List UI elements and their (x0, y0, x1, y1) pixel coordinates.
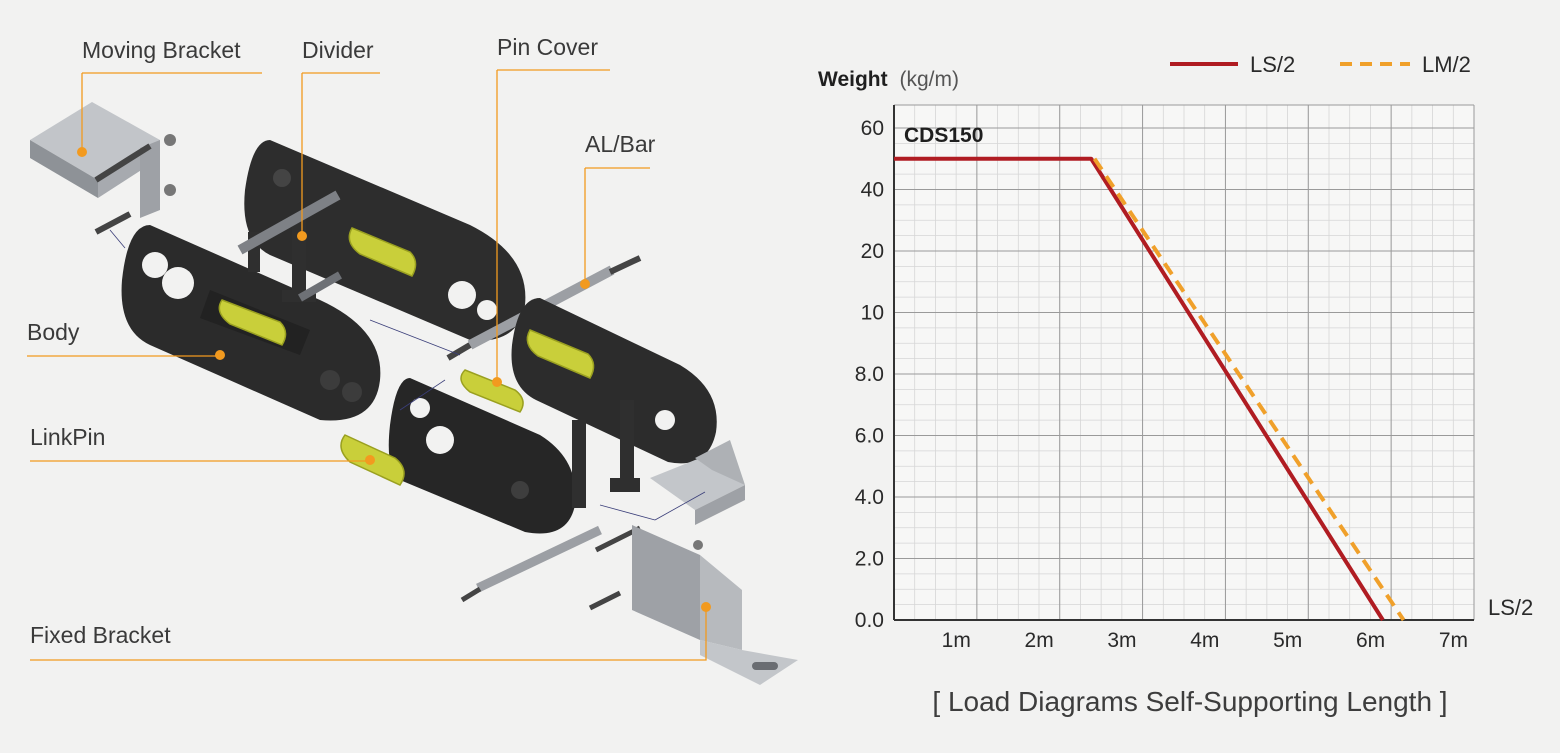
callout-divider: Divider (297, 37, 380, 241)
legend-label-ls2: LS/2 (1250, 52, 1295, 77)
fixed-bracket-part (632, 440, 798, 685)
series-line-lm2 (1092, 157, 1406, 622)
assembly-lines (109, 229, 706, 521)
callout-body: Body (27, 319, 225, 360)
x-tick-label: 4m (1190, 629, 1219, 652)
pin-cover-left (218, 299, 287, 346)
callout-label-link-pin: LinkPin (30, 424, 105, 450)
y-tick-label: 4.0 (855, 486, 884, 509)
y-tick-label: 2.0 (855, 548, 884, 571)
x-tick-label: 3m (1107, 629, 1136, 652)
x-tick-label: 5m (1273, 629, 1302, 652)
chart-grid-major (894, 104, 1475, 621)
chart-series (894, 156, 1406, 622)
chart-grid-minor (894, 105, 1474, 620)
series-line-ls2 (894, 156, 1385, 622)
pin-cover-back (348, 227, 417, 277)
divider-part-right (572, 400, 640, 508)
y-tick-label: 0.0 (855, 609, 884, 632)
callout-label-body: Body (27, 319, 80, 345)
x-tick-label: 1m (942, 629, 971, 652)
y-tick-label: 10 (861, 302, 884, 325)
lower-bar-part (460, 525, 642, 611)
assembly-illustration (30, 102, 798, 685)
callouts: Moving Bracket Divider Pin Cover AL/Bar … (27, 34, 711, 661)
callout-moving-bracket: Moving Bracket (77, 37, 262, 157)
chart-tick-labels: 1m 2m 3m 4m 5m 6m 7m 0.0 2.0 4.0 6.0 8.0 10 20 40 60 (855, 117, 1468, 652)
callout-label-fixed-bracket: Fixed Bracket (30, 622, 171, 648)
callout-al-bar: AL/Bar (580, 131, 656, 289)
callout-pin-cover: Pin Cover (492, 34, 610, 387)
y-axis-label: Weight (kg/m) (818, 68, 959, 91)
moving-bracket-part (30, 102, 176, 235)
callout-dot-fixed-bracket (701, 602, 711, 612)
callout-label-moving-bracket: Moving Bracket (82, 37, 241, 63)
callout-dot-body (215, 350, 225, 360)
y-tick-label: 20 (861, 240, 884, 263)
body-part-right (511, 298, 717, 464)
callout-dot-pin-cover (492, 377, 502, 387)
callout-label-divider: Divider (302, 37, 374, 63)
legend-label-lm2: LM/2 (1422, 52, 1471, 77)
callout-fixed-bracket: Fixed Bracket (30, 602, 711, 661)
chart-caption: [ Load Diagrams Self-Supporting Length ] (932, 686, 1448, 717)
y-axis-label-unit: (kg/m) (899, 68, 959, 91)
chart-axes (893, 105, 1474, 621)
y-tick-label: 6.0 (855, 425, 884, 448)
y-tick-label: 8.0 (855, 363, 884, 386)
pin-cover-right (526, 329, 595, 379)
x-tick-label: 6m (1356, 629, 1385, 652)
callout-link-pin: LinkPin (30, 424, 375, 465)
y-tick-label: 60 (861, 117, 884, 140)
callout-label-al-bar: AL/Bar (585, 131, 656, 157)
y-axis-label-name: Weight (818, 68, 888, 91)
chart-title: CDS150 (904, 124, 983, 147)
x-tick-label: 7m (1439, 629, 1468, 652)
x-tick-label: 2m (1025, 629, 1054, 652)
body-part-back (244, 140, 526, 341)
callout-dot-link-pin (365, 455, 375, 465)
callout-dot-al-bar (580, 279, 590, 289)
callout-label-pin-cover: Pin Cover (497, 34, 598, 60)
callout-dot-moving-bracket (77, 147, 87, 157)
x-axis-label: LS/2 (1488, 595, 1533, 620)
callout-dot-divider (297, 231, 307, 241)
body-part-front-right (388, 378, 576, 534)
chart-legend: LS/2 LM/2 (1170, 52, 1471, 77)
y-tick-label: 40 (861, 179, 884, 202)
load-diagram-chart: 1m 2m 3m 4m 5m 6m 7m 0.0 2.0 4.0 6.0 8.0 10 20 40 60 CD… (818, 52, 1533, 652)
